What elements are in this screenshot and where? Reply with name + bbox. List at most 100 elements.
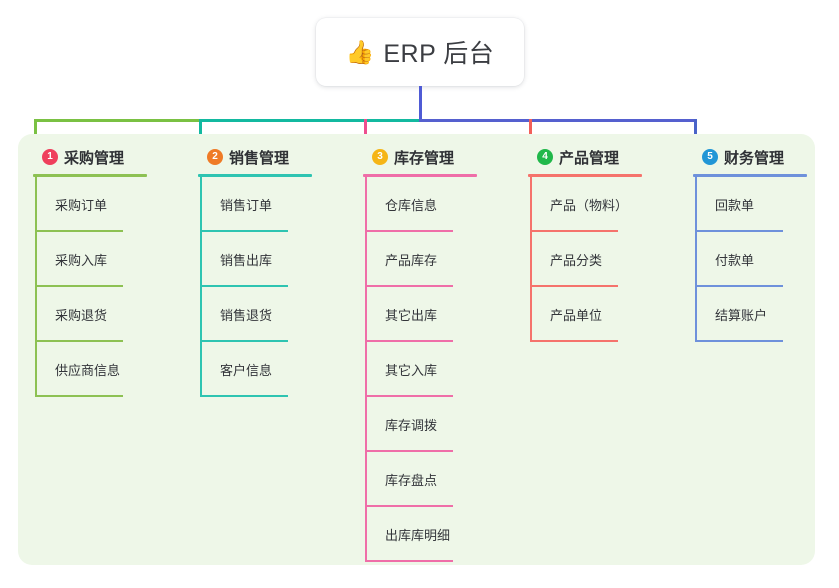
diagram-panel (18, 134, 815, 565)
category-spine (365, 177, 367, 562)
leaf-item-label: 采购退货 (55, 308, 108, 323)
leaf-item[interactable]: 产品单位 (528, 287, 642, 342)
leaf-item-label: 采购订单 (55, 198, 108, 213)
leaf-item-label: 付款单 (715, 253, 755, 268)
leaf-item-rule (200, 395, 288, 397)
leaf-item-label: 库存盘点 (385, 473, 438, 488)
category-items-4: 产品（物料） 产品分类产品单位 (528, 177, 642, 342)
leaf-item-rule (365, 560, 453, 562)
drop-line-4 (529, 119, 532, 143)
leaf-item-rule (530, 230, 618, 232)
category-column-4: 4 产品管理产品（物料） 产品分类产品单位 (528, 146, 642, 342)
leaf-item[interactable]: 产品（物料） (528, 177, 642, 232)
leaf-item[interactable]: 采购入库 (33, 232, 147, 287)
leaf-item[interactable]: 出库库明细 (363, 507, 477, 562)
category-badge-icon: 4 (537, 149, 553, 165)
leaf-item[interactable]: 产品库存 (363, 232, 477, 287)
leaf-item-rule (200, 285, 288, 287)
leaf-item-label: 供应商信息 (55, 363, 121, 378)
category-label: 采购管理 (64, 149, 125, 167)
leaf-item[interactable]: 其它入库 (363, 342, 477, 397)
leaf-item[interactable]: 产品分类 (528, 232, 642, 287)
leaf-item-label: 其它出库 (385, 308, 438, 323)
thumbs-up-icon: 👍 (345, 38, 375, 65)
leaf-item-label: 客户信息 (220, 363, 273, 378)
category-badge-icon: 2 (207, 149, 223, 165)
leaf-item-rule (695, 340, 783, 342)
category-rule (528, 174, 642, 177)
category-label: 销售管理 (229, 149, 290, 167)
category-header-2[interactable]: 2 销售管理 (198, 146, 312, 168)
leaf-item[interactable]: 结算账户 (693, 287, 807, 342)
category-header-3[interactable]: 3 库存管理 (363, 146, 477, 168)
leaf-item-rule (365, 450, 453, 452)
category-header-1[interactable]: 1 采购管理 (33, 146, 147, 168)
category-spine (35, 177, 37, 397)
leaf-item-rule (365, 395, 453, 397)
leaf-item[interactable]: 销售出库 (198, 232, 312, 287)
drop-line-5 (694, 119, 697, 143)
leaf-item[interactable]: 销售退货 (198, 287, 312, 342)
category-rule (363, 174, 477, 177)
leaf-item-rule (530, 340, 618, 342)
category-badge-icon: 1 (42, 149, 58, 165)
leaf-item-rule (365, 505, 453, 507)
category-column-3: 3 库存管理仓库信息产品库存其它出库其它入库库存调拨库存盘点出库库明细 (363, 146, 477, 562)
category-header-4[interactable]: 4 产品管理 (528, 146, 642, 168)
leaf-item[interactable]: 销售订单 (198, 177, 312, 232)
category-spine (530, 177, 532, 342)
leaf-item-label: 销售订单 (220, 198, 273, 213)
category-column-2: 2 销售管理销售订单销售出库销售退货客户信息 (198, 146, 312, 397)
leaf-item[interactable]: 采购订单 (33, 177, 147, 232)
drop-line-3 (364, 119, 367, 143)
leaf-item[interactable]: 采购退货 (33, 287, 147, 342)
leaf-item-rule (365, 285, 453, 287)
root-node[interactable]: 👍 ERP 后台 (316, 18, 524, 86)
root-title: ERP 后台 (383, 40, 495, 68)
leaf-item-rule (200, 230, 288, 232)
category-label: 产品管理 (559, 149, 620, 167)
leaf-item[interactable]: 仓库信息 (363, 177, 477, 232)
leaf-item-rule (35, 395, 123, 397)
leaf-item-label: 其它入库 (385, 363, 438, 378)
leaf-item[interactable]: 其它出库 (363, 287, 477, 342)
leaf-item-label: 产品分类 (550, 253, 603, 268)
leaf-item-rule (530, 285, 618, 287)
leaf-item-rule (35, 230, 123, 232)
leaf-item-rule (365, 340, 453, 342)
bus-segment-left (34, 119, 199, 122)
leaf-item-rule (695, 230, 783, 232)
leaf-item-rule (200, 340, 288, 342)
category-items-1: 采购订单采购入库采购退货供应商信息 (33, 177, 147, 397)
category-label: 库存管理 (394, 149, 455, 167)
category-badge-icon: 5 (702, 149, 718, 165)
leaf-item-label: 产品库存 (385, 253, 438, 268)
root-node-content: 👍 ERP 后台 (346, 34, 495, 70)
leaf-item[interactable]: 回款单 (693, 177, 807, 232)
category-rule (33, 174, 147, 177)
leaf-item[interactable]: 库存盘点 (363, 452, 477, 507)
leaf-item-label: 出库库明细 (385, 528, 451, 543)
category-rule (693, 174, 807, 177)
leaf-item[interactable]: 库存调拨 (363, 397, 477, 452)
bus-segment-mid (199, 119, 420, 122)
leaf-item-label: 产品（物料） (550, 198, 629, 213)
leaf-item-label: 销售退货 (220, 308, 273, 323)
category-badge-icon: 3 (372, 149, 388, 165)
leaf-item[interactable]: 客户信息 (198, 342, 312, 397)
leaf-item[interactable]: 供应商信息 (33, 342, 147, 397)
drop-line-2 (199, 119, 202, 143)
leaf-item-label: 回款单 (715, 198, 755, 213)
leaf-item-label: 产品单位 (550, 308, 603, 323)
leaf-item-label: 库存调拨 (385, 418, 438, 433)
leaf-item-label: 销售出库 (220, 253, 273, 268)
category-spine (695, 177, 697, 342)
leaf-item-label: 采购入库 (55, 253, 108, 268)
category-items-5: 回款单付款单结算账户 (693, 177, 807, 342)
leaf-item-rule (695, 285, 783, 287)
leaf-item[interactable]: 付款单 (693, 232, 807, 287)
category-items-2: 销售订单销售出库销售退货客户信息 (198, 177, 312, 397)
category-items-3: 仓库信息产品库存其它出库其它入库库存调拨库存盘点出库库明细 (363, 177, 477, 562)
